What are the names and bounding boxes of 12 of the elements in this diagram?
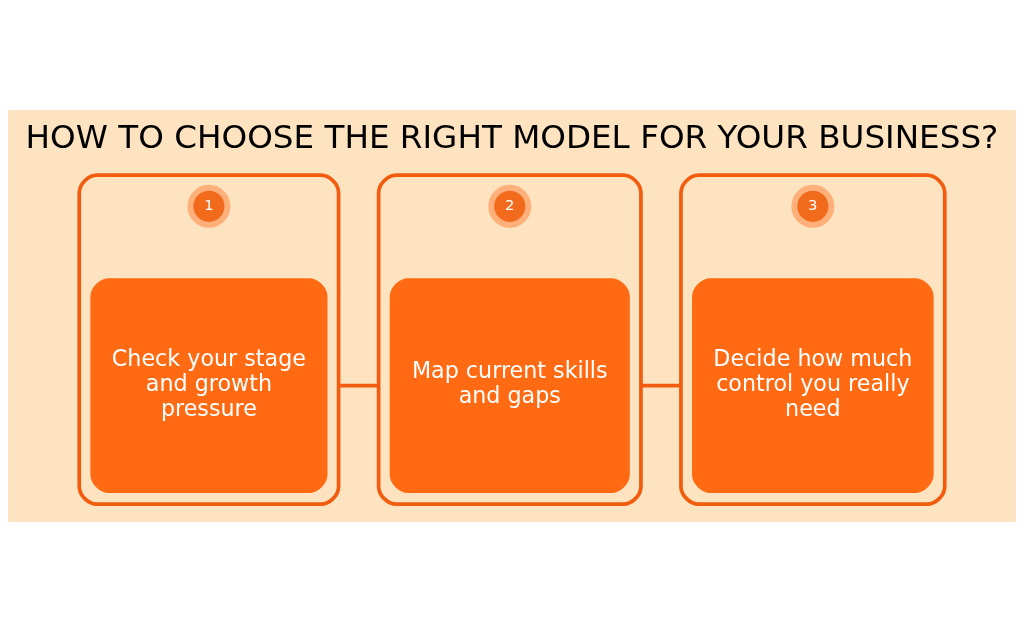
diagram-title: HOW TO CHOOSE THE RIGHT MODEL FOR YOUR BUSINESS? (25, 117, 999, 156)
connector (338, 383, 379, 387)
node-box: Map current skills and gaps (389, 277, 630, 493)
cluster (77, 172, 341, 506)
cluster (679, 172, 947, 506)
cluster (376, 172, 643, 506)
node-circle: 3 (791, 184, 835, 228)
connector (640, 383, 681, 387)
node-circle: 1 (187, 184, 231, 228)
node-box: Decide how much control you really need (692, 277, 934, 493)
node-box: Check your stage and growth pressure (90, 277, 328, 493)
node-circle: 2 (488, 184, 532, 228)
